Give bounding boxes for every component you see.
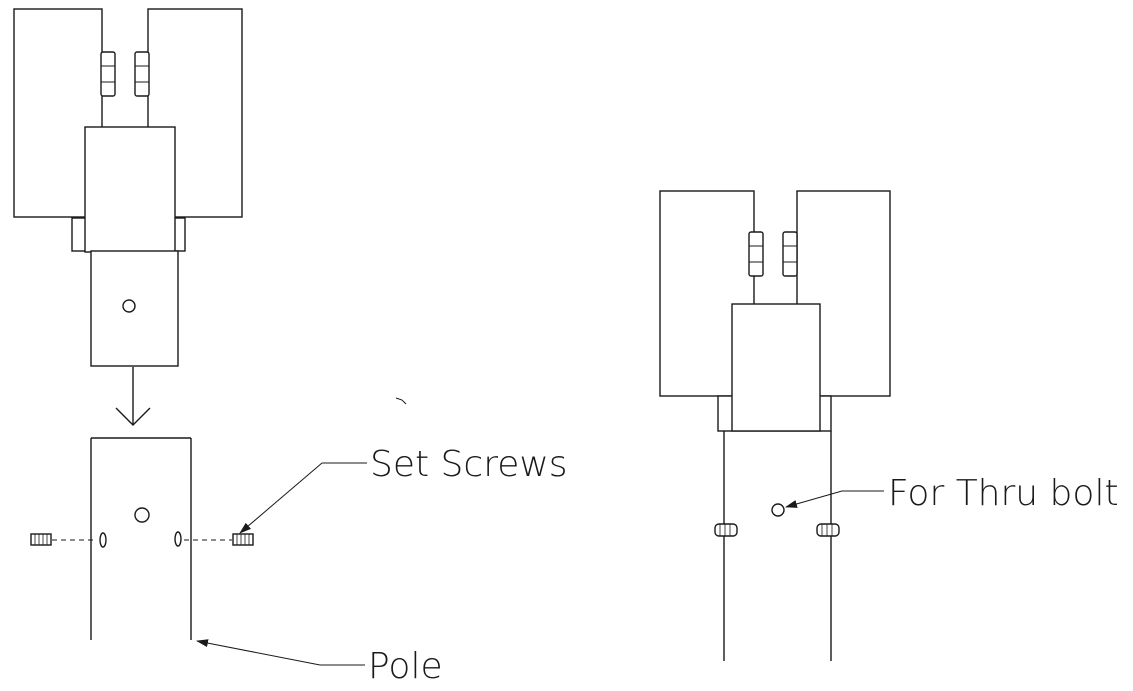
- left-bracket-assembly: [13, 8, 243, 367]
- left-insert-hole: [122, 299, 136, 313]
- right-clamp-plate-left: [659, 190, 755, 397]
- right-center-block: [731, 303, 821, 432]
- assembled-view: For Thru bolt: [659, 190, 1119, 661]
- thru-bolt-callout: For Thru bolt: [785, 473, 1119, 514]
- right-thru-bolt-hole: [771, 503, 785, 517]
- right-pole: [714, 431, 840, 661]
- set-screws-label: Set Screws: [370, 444, 568, 485]
- pole-side-hole-right: [174, 531, 182, 547]
- right-pole-screw-left: [714, 523, 738, 537]
- pole-side-hole-left: [99, 532, 107, 548]
- pole-label: Pole: [368, 646, 443, 687]
- pole-thru-bolt-hole: [134, 507, 150, 523]
- insert-direction-arrow: [115, 367, 151, 426]
- left-center-block: [84, 126, 176, 253]
- exploded-view: Set Screws Pole: [13, 8, 568, 687]
- thru-bolt-label: For Thru bolt: [888, 473, 1119, 514]
- right-nut-pair: [748, 231, 798, 277]
- pole-callout: Pole: [196, 639, 443, 687]
- left-pole: [90, 437, 192, 640]
- left-nut-pair: [100, 51, 150, 97]
- right-pole-screw-right: [816, 523, 840, 537]
- left-set-screw: [30, 533, 96, 546]
- set-screws-callout: Set Screws: [239, 444, 568, 534]
- stray-mark: [395, 397, 407, 405]
- right-set-screw: [184, 533, 254, 546]
